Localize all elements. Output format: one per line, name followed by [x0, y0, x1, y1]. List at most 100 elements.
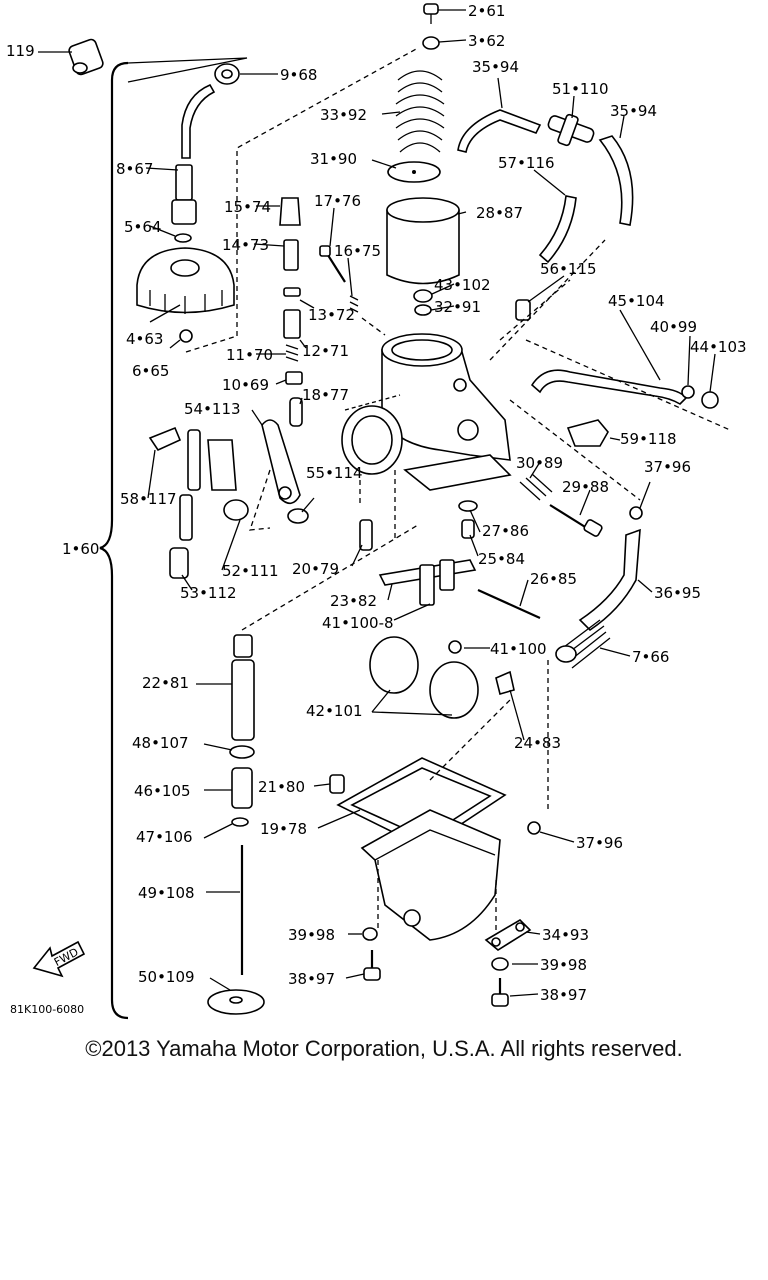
callout-label: 39•98 — [540, 956, 587, 974]
needle-jet-22 — [231, 634, 255, 741]
float-pin-23 — [378, 559, 477, 606]
cap-screw — [179, 329, 193, 343]
washer-39b — [491, 957, 509, 971]
leader-lines — [38, 9, 716, 997]
callout-label: 36•95 — [654, 584, 701, 602]
screw-38b — [491, 978, 509, 1007]
callout-label: 37•96 — [644, 458, 691, 476]
callout-label: 41•100-8 — [322, 614, 394, 632]
carb-cylinder — [386, 197, 460, 285]
fwd-arrow-icon: FWD — [32, 940, 86, 978]
callout-label: 34•93 — [542, 926, 589, 944]
pin-26 — [477, 588, 541, 620]
bellows-7 — [555, 619, 611, 669]
callout-label: 55•114 — [306, 464, 363, 482]
callout-label: 42•101 — [306, 702, 363, 720]
callout-label: 11•70 — [226, 346, 273, 364]
washer-39a — [362, 927, 378, 941]
callout-label: 25•84 — [478, 550, 525, 568]
callout-label: 39•98 — [288, 926, 335, 944]
callout-label: 6•65 — [132, 362, 169, 380]
callout-label: 37•96 — [576, 834, 623, 852]
callout-label: 12•71 — [302, 342, 349, 360]
spring-plate — [387, 161, 441, 183]
exploded-parts-diagram: FWD 81K100-6080 2•61 3•62 119 9•68 35•94… — [6, 2, 747, 1020]
callout-label: 53•112 — [180, 584, 237, 602]
callout-label: 9•68 — [280, 66, 317, 84]
hose-end-cap — [214, 63, 240, 85]
top-screw — [423, 3, 439, 24]
cable-clip-58 — [148, 426, 182, 452]
vent-hose-a — [457, 109, 542, 153]
callout-label: 30•89 — [516, 454, 563, 472]
vent-hose-c — [538, 195, 577, 264]
jet-20 — [359, 519, 373, 551]
clamp-40 — [681, 385, 695, 399]
callout-label: 13•72 — [308, 306, 355, 324]
spring-30 — [519, 473, 553, 501]
callout-label: 15•74 — [224, 198, 271, 216]
callout-label: 51•110 — [552, 80, 609, 98]
gasket-19 — [336, 757, 507, 849]
washer-27 — [458, 500, 478, 512]
callout-label: 59•118 — [620, 430, 677, 448]
vent-hose-b — [598, 135, 634, 226]
callout-label: 14•73 — [222, 236, 269, 254]
carb-top-cap — [136, 247, 235, 314]
floats-42 — [369, 636, 479, 719]
callout-label: 45•104 — [608, 292, 665, 310]
clip-37a — [629, 506, 643, 520]
callout-label: 35•94 — [610, 102, 657, 120]
callout-label: 119 — [6, 42, 35, 60]
o-ring — [174, 233, 192, 243]
needle-valve-41 — [448, 640, 462, 654]
callout-label: 1•60 — [62, 540, 99, 558]
callout-label: 27•86 — [482, 522, 529, 540]
callout-label: 22•81 — [142, 674, 189, 692]
main-jet-46 — [231, 767, 253, 809]
callout-label: 40•99 — [650, 318, 697, 336]
callout-label: 49•108 — [138, 884, 195, 902]
callout-label: 48•107 — [132, 734, 189, 752]
fwd-label: FWD — [52, 945, 81, 969]
washer-48 — [229, 745, 255, 759]
ring-32 — [414, 304, 432, 316]
plug-119 — [68, 38, 104, 76]
drawing-code: 81K100-6080 — [10, 1003, 84, 1016]
oring-55 — [287, 508, 309, 524]
t-joint — [547, 113, 595, 147]
washer-50 — [207, 989, 265, 1015]
callout-label: 17•76 — [314, 192, 361, 210]
drain-hose-36 — [578, 528, 641, 632]
overflow-hose-45 — [530, 369, 688, 406]
throttle-spring — [395, 70, 445, 153]
hose-fitting-56 — [515, 299, 531, 321]
callout-label: 3•62 — [468, 32, 505, 50]
callout-labels: 2•61 3•62 119 9•68 35•94 51•110 35•94 33… — [6, 2, 747, 1004]
callout-label: 8•67 — [116, 160, 153, 178]
assembly-bracket — [99, 61, 129, 1020]
cap-44 — [701, 391, 719, 409]
callout-label: 24•83 — [514, 734, 561, 752]
callout-label: 29•88 — [562, 478, 609, 496]
callout-label: 52•111 — [222, 562, 279, 580]
pilot-screw — [319, 245, 346, 283]
callout-label: 18•77 — [302, 386, 349, 404]
copyright-notice: ©2013 Yamaha Motor Corporation, U.S.A. A… — [85, 1036, 683, 1061]
callout-label: 35•94 — [472, 58, 519, 76]
float-bowl — [360, 809, 501, 941]
clip-37b — [527, 821, 541, 835]
idle-screw-29 — [549, 504, 603, 537]
top-nut — [422, 36, 440, 50]
callout-label: 20•79 — [292, 560, 339, 578]
screw-38a — [363, 950, 381, 981]
callout-label: 5•64 — [124, 218, 161, 236]
callout-label: 21•80 — [258, 778, 305, 796]
screw-24 — [495, 670, 515, 695]
bracket-34 — [484, 918, 532, 951]
oring-47 — [231, 817, 249, 827]
callout-label: 31•90 — [310, 150, 357, 168]
bracket-59 — [566, 419, 609, 447]
air-fitting — [171, 164, 197, 225]
needle-holder — [279, 197, 303, 427]
